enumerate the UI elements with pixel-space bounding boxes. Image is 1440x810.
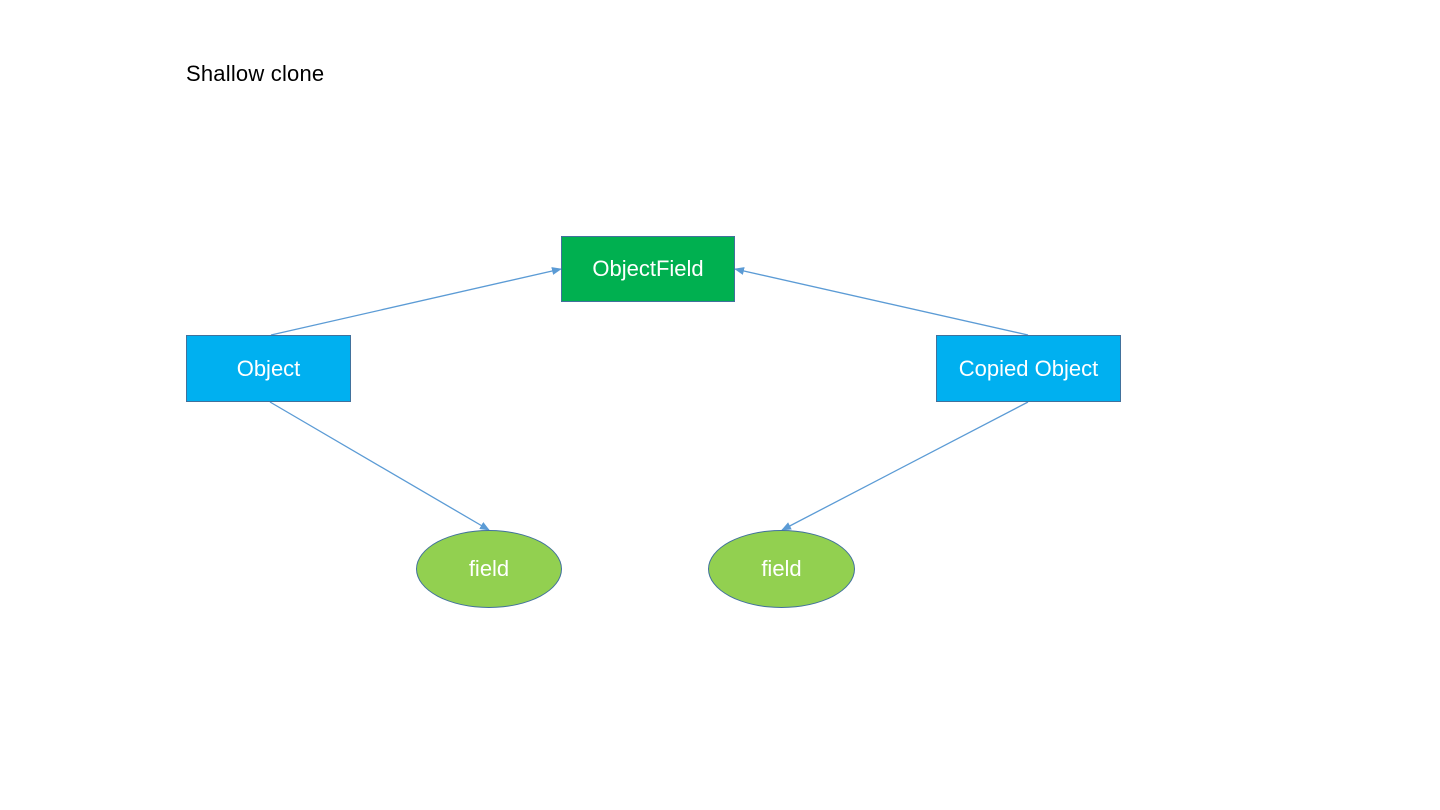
- copied-object-node: Copied Object: [936, 335, 1121, 402]
- object-field-node: ObjectField: [561, 236, 735, 302]
- object-label: Object: [236, 355, 301, 381]
- diagram-title: Shallow clone: [186, 61, 325, 86]
- edge-object-to-field: [269, 401, 490, 531]
- copied-object-label: Copied Object: [958, 355, 1099, 381]
- edge-copied-object-to-field: [781, 401, 1029, 531]
- field-node-right: field: [708, 530, 855, 608]
- object-node: Object: [186, 335, 351, 402]
- edge-object-to-objectfield: [270, 267, 562, 336]
- field-left-label: field: [468, 556, 510, 581]
- object-field-label: ObjectField: [592, 256, 704, 281]
- field-node-left: field: [416, 530, 562, 608]
- field-right-label: field: [761, 556, 802, 581]
- edge-copied-object-to-objectfield: [734, 267, 1029, 336]
